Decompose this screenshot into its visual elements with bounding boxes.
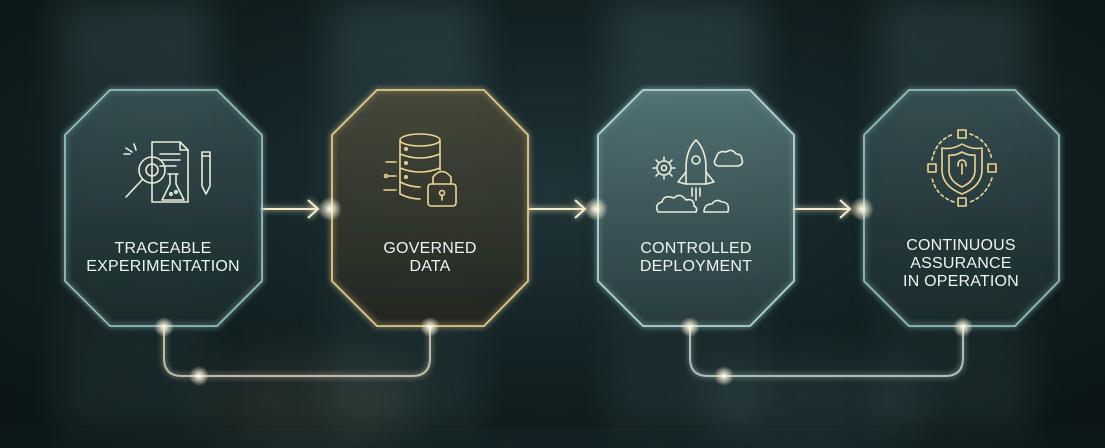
stage-card-governed-data — [331, 89, 529, 327]
stage-label-continuous-assurance: CONTINUOUS ASSURANCE IN OPERATION — [881, 237, 1041, 291]
connector-loop-1-2 — [163, 327, 431, 377]
glow-dots — [154, 197, 973, 386]
rocket-deployment-icon — [652, 139, 744, 213]
stage-label-line: CONTROLLED — [640, 240, 752, 257]
stage-label-line: IN OPERATION — [903, 273, 1019, 290]
secure-database-icon — [383, 133, 457, 207]
stage-card-continuous-assurance — [863, 89, 1060, 327]
connector-loop-3-4 — [689, 327, 964, 377]
stage-label-line: DEPLOYMENT — [639, 258, 753, 275]
stage-label-line: EXPERIMENTATION — [86, 258, 240, 275]
lab-research-icon — [123, 141, 211, 203]
stage-label-line: GOVERNED — [383, 240, 477, 257]
arrow-1-2 — [260, 199, 320, 219]
stage-label-line: CONTINUOUS — [906, 237, 1016, 254]
stage-label-line: DATA — [409, 258, 451, 275]
arrow-2-3 — [527, 199, 587, 219]
stage-label-controlled-deployment: CONTROLLED DEPLOYMENT — [616, 240, 776, 276]
stage-card-traceable-experimentation — [64, 89, 263, 327]
shield-assurance-icon — [927, 129, 997, 207]
stage-label-governed-data: GOVERNED DATA — [350, 240, 510, 276]
process-diagram — [64, 89, 1060, 386]
stage-label-line: ASSURANCE — [910, 255, 1012, 272]
arrow-3-4 — [792, 199, 852, 219]
stage-label-traceable-experimentation: TRACEABLE EXPERIMENTATION — [83, 240, 243, 276]
stage-label-line: TRACEABLE — [114, 240, 212, 257]
